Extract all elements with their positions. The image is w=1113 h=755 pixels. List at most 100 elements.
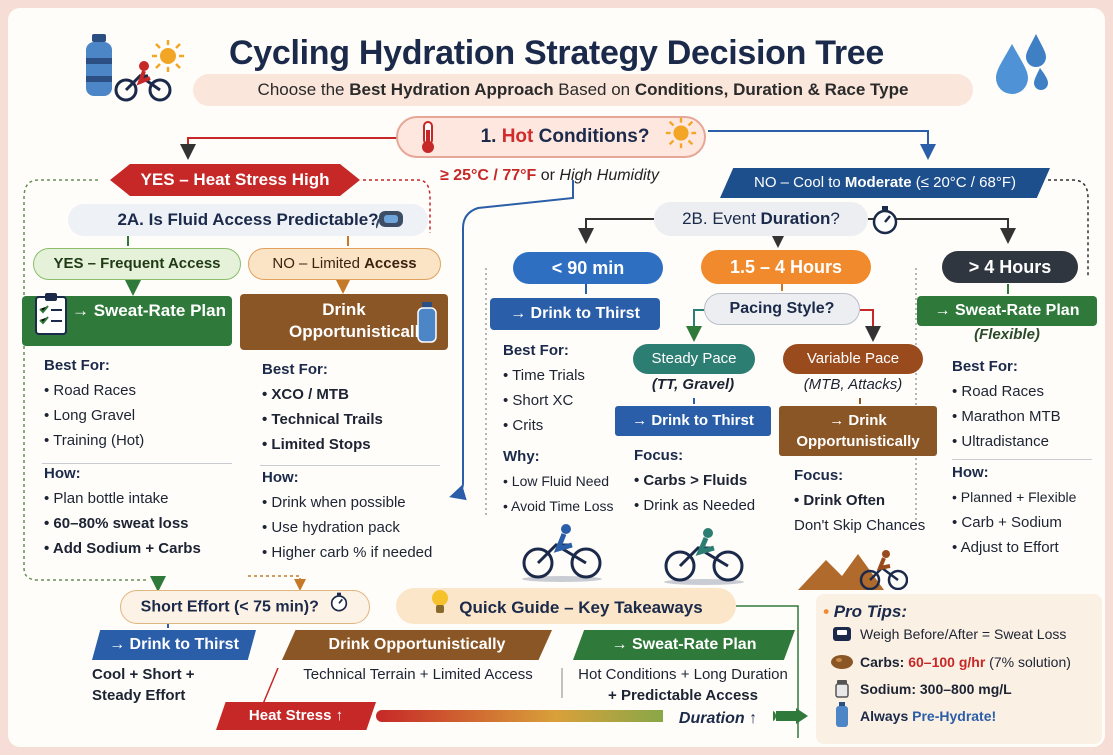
best-for-label: Best For: [262, 361, 328, 378]
limited-access-prefix: NO – Limited [272, 255, 365, 272]
stopwatch-icon [329, 591, 349, 624]
list-item: Steady Effort [92, 687, 186, 704]
list-item: Drink as Needed [634, 493, 755, 518]
condition-humidity: High Humidity [559, 167, 659, 184]
bottle-icon [412, 300, 442, 344]
list-item: Cool + Short + [92, 666, 195, 683]
how-label: How: [262, 469, 299, 486]
list-item: Higher carb % if needed [262, 540, 432, 565]
duration-1-5-to-4: 1.5 – 4 Hours [701, 250, 871, 284]
question-event-duration: 2B. Event Duration? [654, 202, 868, 236]
list-item: Adjust to Effort [952, 535, 1076, 560]
strategy-sweat-rate-plan-right: → Sweat-Rate Plan [917, 296, 1097, 326]
sun-icon [150, 38, 186, 74]
cyclist-icon [662, 528, 746, 586]
pacing-steady-examples: (TT, Gravel) [651, 376, 735, 393]
salt-shaker-icon [835, 678, 849, 698]
branch-no-cool: NO – Cool to Moderate (≤ 20°C / 68°F) [720, 168, 1050, 198]
q2b-suffix: ? [830, 209, 840, 228]
question-hot-conditions: 1. Hot Conditions? [396, 116, 706, 158]
drink-opp-left-title: Drink Opportunistically [289, 300, 429, 341]
list-item: Time Trials [503, 363, 614, 388]
list-item: Use hydration pack [262, 515, 432, 540]
list-item: Long Gravel [44, 403, 201, 428]
list-item: Short XC [503, 388, 614, 413]
takeaway-drink-opportunistically-text: Technical Terrain + Limited Access [303, 666, 533, 683]
list-item: Drink when possible [262, 490, 432, 515]
list-item: Drink Often [794, 488, 925, 513]
hot-condition-criteria: ≥ 25°C / 77°F or High Humidity [440, 163, 720, 189]
short-effort-label: Short Effort (< 75 min)? [140, 598, 319, 616]
list-item: Marathon MTB [952, 404, 1076, 429]
why-label: Why: [503, 448, 540, 465]
pacing-variable: Variable Pace [783, 344, 923, 374]
branch-frequent-access: YES – Frequent Access [33, 248, 241, 280]
water-drops-icon [992, 32, 1052, 98]
tip-carbs: Carbs: 60–100 g/hr (7% solution) [860, 654, 1071, 670]
list-item: Technical Trails [262, 407, 432, 432]
sweat-rate-right-flexible: (Flexible) [974, 326, 1040, 343]
best-for-label: Best For: [503, 342, 569, 359]
list-item: Carb + Sodium [952, 510, 1076, 535]
focus-label: Focus: [634, 447, 684, 464]
stopwatch-icon [870, 204, 900, 236]
page-subtitle: Choose the Best Hydration Approach Based… [193, 74, 973, 106]
tip-pre-hydrate-prefix: Always [860, 708, 913, 724]
cyclist-icon [520, 523, 604, 583]
pro-tips-panel [816, 594, 1102, 744]
heat-stress-indicator: Heat Stress ↑ [216, 702, 376, 730]
duration-indicator: Duration ↑ [663, 708, 773, 730]
takeaway-drink-to-thirst: → Drink to Thirst [92, 630, 256, 660]
branch-no-bold: Moderate [844, 174, 912, 191]
lightbulb-icon [429, 588, 451, 629]
q1-hot: Hot [501, 126, 534, 147]
sun-icon [664, 116, 698, 150]
question-fluid-access: 2A. Is Fluid Access Predictable? [68, 204, 428, 236]
quick-guide-label: Quick Guide – Key Takeaways [459, 597, 703, 617]
takeaway-sweat-rate-plan-text: Hot Conditions + Long Duration + Predict… [563, 664, 803, 706]
question-pacing-style: Pacing Style? [704, 293, 860, 325]
q1-number: 1. [480, 126, 502, 147]
pro-tips-title: • Pro Tips: [823, 602, 908, 621]
list-item: Limited Stops [262, 432, 432, 457]
mountain-biker-icon [798, 548, 909, 591]
list-item: Avoid Time Loss [503, 494, 613, 519]
tip-sodium: Sodium: 300–800 mg/L [860, 681, 1012, 697]
best-for-label: Best For: [44, 357, 110, 374]
subtitle-bold-1: Best Hydration Approach [349, 80, 554, 99]
branch-yes-heat-stress: YES – Heat Stress High [110, 164, 360, 196]
clipboard-icon [34, 292, 68, 336]
strategy-drink-to-thirst-short: → Drink to Thirst [490, 298, 660, 330]
strategy-drink-opportunistically-variable: → Drink Opportunistically [779, 406, 937, 456]
divider [952, 459, 1092, 460]
steady-focus-details: Focus: Carbs > Fluids Drink as Needed [634, 443, 755, 518]
subtitle-bold-2: Conditions, Duration & Race Type [634, 80, 909, 99]
strategy-sweat-rate-plan-left: → Sweat-Rate Plan [22, 296, 232, 346]
takeaway-line: Hot Conditions + Long Duration [578, 666, 788, 683]
water-bottle-icon [82, 34, 116, 98]
strategy-drink-to-thirst-steady: → Drink to Thirst [615, 406, 771, 436]
best-for-label: Best For: [952, 358, 1018, 375]
branch-limited-access: NO – Limited Access [248, 248, 441, 280]
scale-icon [832, 626, 852, 642]
focus-label: Focus: [794, 467, 844, 484]
drink-opp-var-title: → Drink Opportunistically [796, 412, 920, 450]
takeaway-sweat-rate-plan: → Sweat-Rate Plan [573, 630, 795, 660]
sweat-rate-right-details: Best For: Road Races Marathon MTB Ultrad… [952, 354, 1076, 560]
takeaway-drink-opportunistically: Drink Opportunistically [282, 630, 552, 660]
list-item: Low Fluid Need [503, 469, 614, 494]
tip-carbs-suffix: (7% solution) [985, 654, 1071, 670]
tip-carbs-label: Carbs: [860, 654, 909, 670]
duration-under-90: < 90 min [513, 252, 663, 284]
how-label: How: [44, 465, 81, 482]
q2b-bold: Duration [760, 209, 831, 228]
pacing-steady: Steady Pace [633, 344, 755, 374]
limited-access-bold: Access [364, 255, 417, 272]
branch-no-suffix: (≤ 20°C / 68°F) [911, 174, 1016, 191]
duration-over-4: > 4 Hours [942, 251, 1078, 283]
tip-carbs-value: 60–100 g/hr [908, 654, 986, 670]
pacing-variable-examples: (MTB, Attacks) [803, 376, 903, 393]
tip-weigh: Weigh Before/After = Sweat Loss [860, 626, 1067, 642]
carbs-icon [830, 652, 854, 670]
list-item: Training (Hot) [44, 428, 201, 453]
